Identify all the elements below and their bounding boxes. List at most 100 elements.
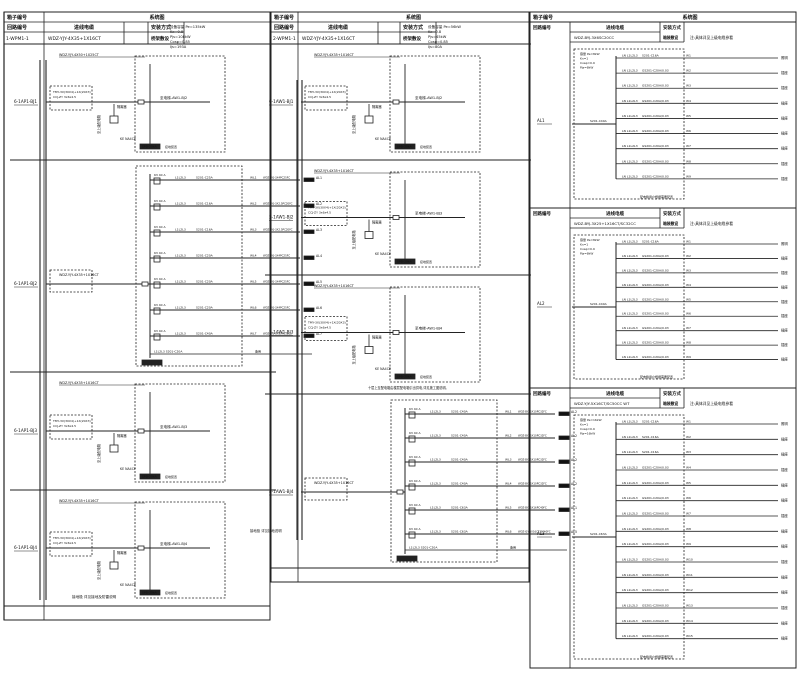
row-phase: LN L1L2L3 (622, 604, 638, 608)
row-breaker: GS201-C20A/0.03 (642, 341, 669, 345)
branch-breaker: S201-C20A (196, 254, 214, 258)
mid-section-id: 5-1AW1-BJ2 (269, 215, 294, 220)
row-breaker: GS201-C20A/0.03 (642, 466, 669, 470)
branch-target: AL6 (316, 306, 322, 310)
cabinet-no-header: 箱子编号 (6, 14, 27, 21)
load-label: 至电梯-AW1-BJ3 (415, 211, 442, 216)
isolator-label: 隔离器 (117, 550, 127, 555)
row-phase: LN L1L2L3 (622, 99, 638, 103)
row-breaker: GS201-C20A/0.03 (642, 99, 669, 103)
load-block (303, 307, 315, 312)
spd-box (396, 555, 418, 562)
row-circuit: W7 (686, 144, 691, 148)
ct-label: 63 40 A (409, 479, 422, 483)
branch-circuit: WL1 (505, 410, 512, 414)
ground-label: 接地装置 (420, 259, 432, 264)
row-phase: LN L1L2L3 (622, 144, 638, 148)
spd-label: SPD-20kA (142, 475, 158, 479)
row-circuit: W6 (686, 312, 691, 316)
row-destination: 插座 (781, 605, 788, 610)
row-circuit: W13 (686, 604, 693, 608)
isolator-label: 隔离器 (372, 335, 382, 340)
metering-box (49, 85, 93, 111)
row-circuit: W2 (686, 69, 691, 73)
box-param: Kx=1 (580, 57, 588, 61)
branch-circuit: WL5 (250, 280, 257, 284)
enclosure-outline (134, 501, 226, 599)
branch-cable: WDZ-BYJ-3X4PC25FC (263, 176, 290, 180)
phase-label: L1L2L3 (175, 332, 186, 336)
ct-meter (153, 255, 161, 263)
ct-meter (153, 177, 161, 185)
feeder-cable: WDZ-YJY-4X35+1X16CT (314, 53, 355, 57)
main-breaker (392, 330, 400, 335)
row-destination: 插座 (781, 328, 788, 333)
row-circuit: W1 (686, 420, 691, 424)
incoming-id: 2-WPM1-1 (273, 36, 296, 42)
circuit-no-header: 回路编号 (533, 390, 551, 397)
spd-label: SPD-20kA (397, 145, 413, 149)
row-destination: 插座 (781, 436, 788, 441)
circuit-no-header: 回路编号 (533, 210, 551, 217)
ground-label: 接地装置 (165, 590, 177, 595)
relay-box (364, 346, 374, 354)
load-label: 至电梯-AW1-BJ2 (415, 95, 442, 100)
ct-meter (153, 281, 161, 289)
row-destination: 插座 (781, 544, 788, 549)
row-phase: LN L1L2L3 (622, 450, 638, 454)
row-breaker: GS201-C20A/0.03 (642, 604, 669, 608)
ground-label: 接地装置 (165, 144, 177, 149)
branch-breaker: S201-C40A (451, 458, 469, 462)
branch-target: AL4 (316, 254, 322, 258)
branch-breaker: S201-C63A (451, 530, 469, 534)
row-destination: 插座 (781, 342, 788, 347)
row-circuit: W4 (686, 466, 691, 470)
row-breaker: GS201-C20A/0.03 (642, 619, 669, 623)
load-label: 至电梯-AW1-BJ4 (160, 541, 188, 546)
ct-meter (408, 411, 416, 419)
branch-target: AL2 (316, 202, 322, 206)
row-circuit: W8 (686, 159, 691, 163)
ground-label: 接地装置 (165, 474, 177, 479)
row-phase: LN L1L2L3 (622, 69, 638, 73)
branch-circuit: WL2 (250, 202, 257, 206)
branch-cable: WDZ-BYJ-3X2.5PC20FC (263, 202, 293, 206)
row-phase: LN L1L2L3 (622, 297, 638, 301)
phase-label: L1L2L3 (175, 202, 186, 206)
load-param: 设备容量 Pe=135kW (170, 24, 206, 29)
box-install: 暗装敷设 (663, 221, 678, 226)
incoming-cable: WDZ-YJY-4X35+1X16CT (302, 36, 355, 42)
phase-label: L1L2L3 (430, 458, 441, 462)
spare-label: 备用 (510, 545, 516, 550)
box-footer: 配电箱用户根据需要配置 (640, 374, 673, 379)
riser-label: 至上级配电箱 (351, 230, 356, 250)
mid-section-id: 4-1AW1-BJ4 (269, 489, 294, 494)
riser-label: 至上级配电箱 (96, 443, 101, 463)
row-circuit: W1 (686, 240, 691, 244)
metering-box (49, 531, 93, 557)
row-phase: LN L1L2L3 (622, 542, 638, 546)
branch-cable: WDZ-BYJ-5X16PC40FC (518, 506, 547, 510)
row-circuit: W8 (686, 341, 691, 345)
load-param: Cosφ=0.85 (428, 40, 448, 44)
load-block (303, 177, 315, 182)
row-circuit: W6 (686, 129, 691, 133)
box-id: AL1 (537, 118, 545, 123)
circuit-no-header: 回路编号 (274, 24, 294, 31)
enclosure-outline (389, 286, 481, 383)
row-phase: LN L1L2L3 (622, 159, 638, 163)
box-note: 注:具体详见上级电缆参看 (690, 401, 733, 406)
branch-breaker: S201-C20A (196, 306, 214, 310)
system-diagram-header: 系统图 (406, 14, 421, 21)
row-breaker: GS201-C20A/0.03 (642, 634, 669, 638)
box-id: AL3 (537, 531, 545, 536)
load-block (303, 229, 315, 234)
row-breaker: GS201-C20A/0.03 (642, 144, 669, 148)
box-note: 注:具体详见上级电缆参看 (690, 221, 733, 226)
row-breaker: GS201-C20A/0.03 (642, 312, 669, 316)
left-section-id: 6-1AP1-BJ3 (14, 428, 37, 433)
row-destination: 插座 (781, 636, 788, 641)
branch-target: AL2 (571, 410, 577, 414)
row-destination: 照明 (781, 56, 788, 60)
busbar-label: TMY-3X(30X4)+1X(20X3) (307, 90, 346, 94)
